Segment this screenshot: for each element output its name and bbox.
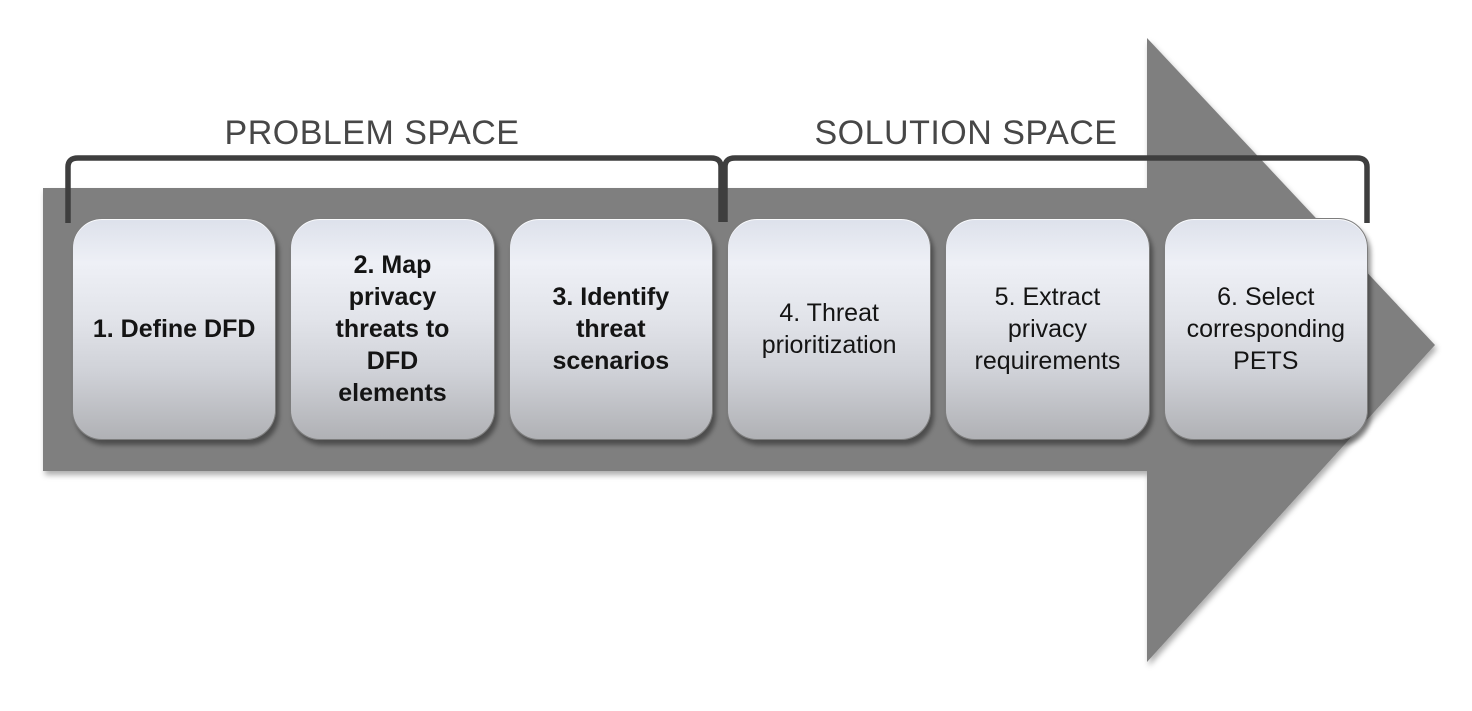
step-box-threat-prioritization: 4. Threat prioritization bbox=[726, 218, 932, 440]
step-label: 5. Extract privacy requirements bbox=[974, 283, 1121, 375]
steps-row: 1. Define DFD 2. Map privacy threats to … bbox=[72, 218, 1368, 440]
step-box-identify-threat-scenarios: 3. Identify threat scenarios bbox=[508, 218, 713, 440]
solution-space-bracket bbox=[722, 155, 1370, 223]
problem-space-label: PROBLEM SPACE bbox=[224, 114, 520, 152]
step-box-extract-privacy-requirements: 5. Extract privacy requirements bbox=[945, 218, 1150, 440]
problem-space-bracket bbox=[65, 155, 724, 223]
step-box-map-privacy-threats: 2. Map privacy threats to DFD elements bbox=[290, 218, 495, 440]
step-box-define-dfd: 1. Define DFD bbox=[72, 218, 277, 440]
step-label: 6. Select corresponding PETS bbox=[1186, 283, 1346, 375]
step-label: 4. Threat prioritization bbox=[761, 299, 897, 359]
step-label: 1. Define DFD bbox=[92, 315, 256, 343]
step-box-select-corresponding-pets: 6. Select corresponding PETS bbox=[1163, 218, 1368, 440]
solution-space-label: SOLUTION SPACE bbox=[814, 114, 1118, 152]
step-label: 3. Identify threat scenarios bbox=[552, 283, 670, 375]
step-label: 2. Map privacy threats to DFD elements bbox=[335, 251, 450, 407]
